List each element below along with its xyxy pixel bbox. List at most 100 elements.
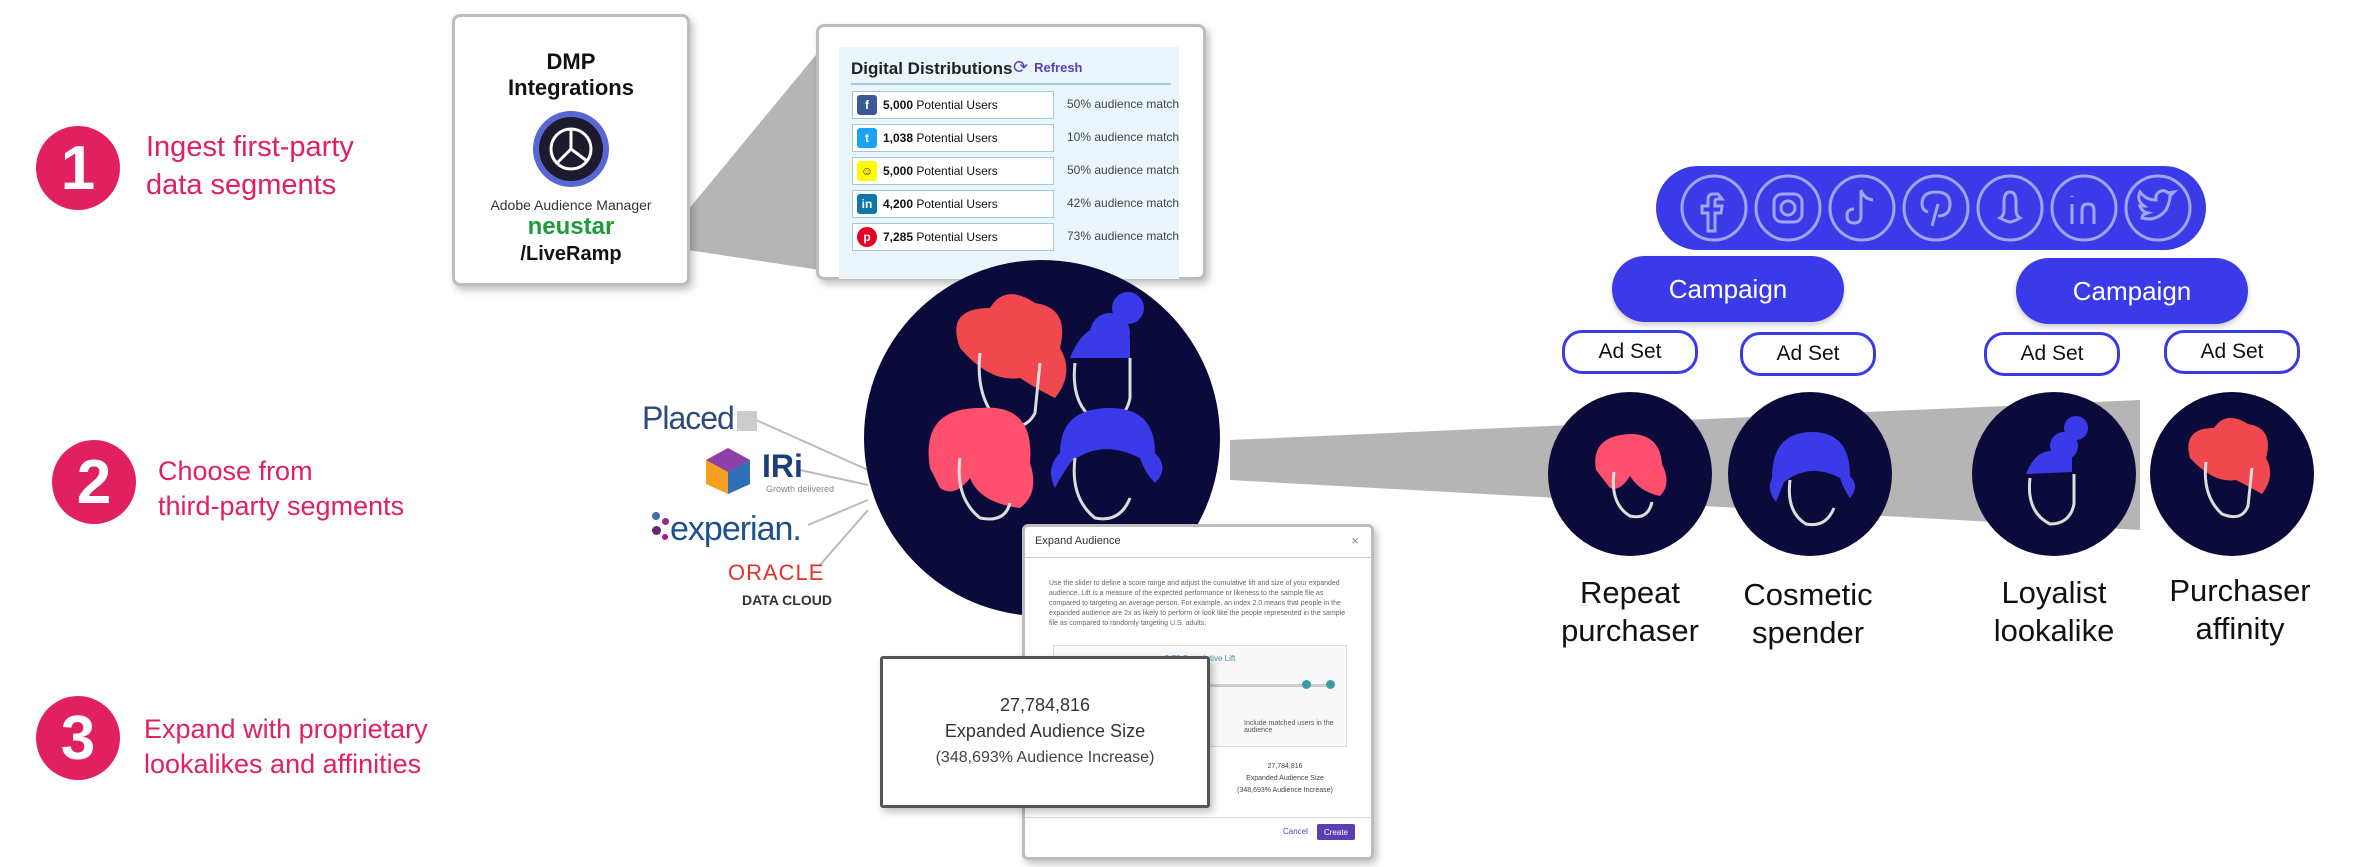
neustar-logo: neustar	[527, 213, 615, 240]
row-count: 1,038	[883, 131, 914, 145]
audience-label-line1: Loyalist	[2001, 575, 2107, 610]
social-platforms-bar	[1656, 166, 2206, 250]
audience-repeat-purchaser-avatar	[1548, 392, 1712, 556]
step-1-line1: Ingest first-party	[146, 131, 354, 163]
row-count: 5,000	[883, 164, 914, 178]
row-count: 5,000	[883, 98, 914, 112]
audience-label-line1: Cosmetic	[1743, 577, 1873, 612]
twitter-icon	[2124, 174, 2192, 242]
twitter-icon: t	[857, 128, 877, 148]
audience-loyalist-lookalike-avatar	[1972, 392, 2136, 556]
dialog-description: Use the slider to define a score range a…	[1049, 580, 1346, 627]
dialog-title: Expand Audience	[1035, 535, 1121, 547]
iri-cube-icon	[706, 448, 750, 494]
dialog-titlebar: Expand Audience ×	[1025, 527, 1371, 558]
audience-label-line1: Repeat	[1580, 575, 1680, 610]
campaign-button-2[interactable]: Campaign	[2016, 258, 2248, 324]
distribution-row-pinterest[interactable]: p 7,285 Potential Users	[852, 223, 1054, 251]
linkedin-icon	[2050, 174, 2118, 242]
lift-slider-handle-left[interactable]	[1302, 680, 1311, 689]
oracle-line	[819, 509, 869, 566]
row-match: 10% audience match	[1067, 130, 1180, 144]
dmp-title-line2: Integrations	[508, 75, 634, 100]
step-1-line2: data segments	[146, 169, 337, 201]
digital-distributions-card: Digital Distributions ⟳ Refresh f 5,000 …	[816, 24, 1206, 280]
adset-button-3[interactable]: Ad Set	[1984, 332, 2120, 376]
distributions-title: Digital Distributions	[851, 59, 1013, 78]
dmp-connector	[688, 50, 820, 270]
dialog-count: 27,784,816	[1267, 763, 1303, 770]
adset-button-1[interactable]: Ad Set	[1562, 330, 1698, 374]
campaign-button-1[interactable]: Campaign	[1612, 256, 1844, 322]
row-label: Potential Users	[916, 197, 998, 211]
iri-logo: IRi	[762, 448, 803, 484]
facebook-icon: f	[857, 95, 877, 115]
refresh-icon: ⟳	[1013, 57, 1029, 77]
step-3-text: Expand with proprietary lookalikes and a…	[144, 712, 428, 782]
refresh-label: Refresh	[1034, 60, 1083, 75]
distribution-row-snapchat[interactable]: ☺ 5,000 Potential Users	[852, 157, 1054, 185]
experian-logo: experian.	[670, 510, 802, 548]
row-count: 4,200	[883, 197, 914, 211]
row-match: 50% audience match	[1067, 163, 1180, 177]
dmp-card: DMP Integrations Adobe Audience Manager …	[452, 14, 690, 286]
audience-label-purchaser-affinity: Purchaser affinity	[2140, 572, 2340, 648]
dmp-title: DMP Integrations	[455, 49, 687, 101]
experian-line	[807, 499, 869, 526]
step-3-badge: 3	[36, 696, 120, 780]
oracle-logo: ORACLE	[728, 560, 825, 585]
instagram-icon	[1754, 174, 1822, 242]
step-2-badge: 2	[52, 440, 136, 524]
audience-label-loyalist-lookalike: Loyalist lookalike	[1954, 574, 2154, 650]
audience-size-popup: 27,784,816 Expanded Audience Size (348,6…	[880, 656, 1210, 808]
liveramp-logo: /LiveRamp	[520, 243, 622, 265]
cancel-button[interactable]: Cancel	[1283, 827, 1308, 836]
distribution-row-facebook[interactable]: f 5,000 Potential Users	[852, 91, 1054, 119]
lift-slider-handle-right[interactable]	[1326, 680, 1335, 689]
step-3-line2: lookalikes and affinities	[144, 749, 422, 779]
experian-dots-icon	[650, 510, 672, 548]
oracle-data-cloud-label: DATA CLOUD	[742, 592, 832, 608]
audience-cosmetic-spender-avatar	[1728, 392, 1892, 556]
include-label: Include matched users in the audience	[1244, 720, 1334, 734]
adset-button-2[interactable]: Ad Set	[1740, 332, 1876, 376]
audience-label-repeat-purchaser: Repeat purchaser	[1530, 574, 1730, 650]
refresh-button[interactable]: ⟳ Refresh	[1013, 57, 1083, 78]
audience-label-cosmetic-spender: Cosmetic spender	[1708, 576, 1908, 652]
social-icons	[1680, 174, 2192, 242]
linkedin-icon: in	[857, 194, 877, 214]
distribution-row-twitter[interactable]: t 1,038 Potential Users	[852, 124, 1054, 152]
audience-label-line2: purchaser	[1561, 613, 1699, 648]
audience-label-line1: Purchaser	[2169, 573, 2311, 608]
step-2-line2: third-party segments	[158, 491, 405, 521]
step-2-text: Choose from third-party segments	[158, 454, 404, 524]
placed-line	[737, 411, 869, 471]
placed-logo: Placed	[642, 400, 757, 437]
step-2-line1: Choose from	[158, 456, 313, 486]
close-icon[interactable]: ×	[1351, 533, 1359, 548]
snapchat-icon: ☺	[857, 161, 877, 181]
row-label: Potential Users	[916, 98, 998, 112]
distribution-row-linkedin[interactable]: in 4,200 Potential Users	[852, 190, 1054, 218]
adset-button-4[interactable]: Ad Set	[2164, 330, 2300, 374]
tiktok-icon	[1828, 174, 1896, 242]
popup-count: 27,784,816	[999, 695, 1091, 715]
popup-increase: (348,693% Audience Increase)	[935, 749, 1155, 766]
placed-mark-icon	[736, 410, 757, 431]
row-match: 42% audience match	[1067, 196, 1180, 210]
dialog-footer	[1025, 817, 1371, 818]
snapchat-icon	[1976, 174, 2044, 242]
row-match: 50% audience match	[1067, 97, 1180, 111]
iri-line	[799, 469, 869, 486]
audience-label-line2: spender	[1751, 615, 1865, 650]
adobe-label: Adobe Audience Manager	[490, 197, 652, 213]
create-button[interactable]: Create	[1317, 824, 1355, 840]
row-count: 7,285	[883, 230, 914, 244]
distributions-divider	[851, 83, 1171, 85]
popup-size-label: Expanded Audience Size	[944, 721, 1146, 741]
row-label: Potential Users	[916, 230, 998, 244]
dmp-title-line1: DMP	[546, 49, 596, 74]
step-3-line1: Expand with proprietary	[144, 714, 428, 744]
audience-purchaser-affinity-avatar	[2150, 392, 2314, 556]
include-matched-row[interactable]: Include matched users in the audience	[1244, 720, 1346, 734]
